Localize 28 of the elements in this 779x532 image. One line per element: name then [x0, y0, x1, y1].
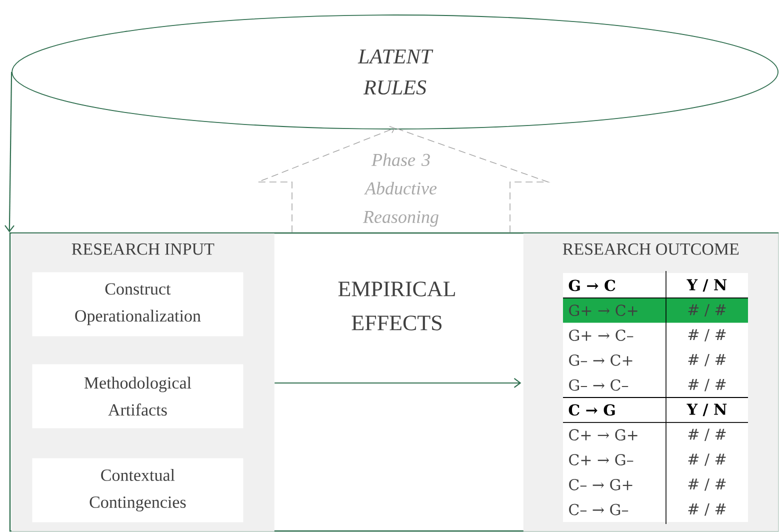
- table-cell: # / #: [688, 304, 726, 316]
- table-cell: # / #: [688, 354, 726, 366]
- table-header: Y / N: [686, 279, 727, 292]
- table-cell: # / #: [688, 329, 726, 342]
- table-cell: # / #: [688, 454, 726, 466]
- table-header: Y / N: [686, 404, 727, 416]
- arrow: [4, 72, 14, 232]
- input-box: Contextual Contingencies: [32, 458, 244, 522]
- table-cell: # / #: [688, 428, 726, 441]
- input-box: Construct Operationalization: [32, 272, 244, 336]
- table-cell: G+ → C–: [569, 330, 634, 341]
- table-cell: C– → G+: [569, 478, 632, 490]
- table-cell: C+ → G+: [569, 429, 638, 441]
- table-cell: G– → C+: [569, 354, 632, 366]
- edge-label: Phase 3 Abductive Reasoning: [362, 153, 438, 227]
- table-cell: G+ → C+: [569, 304, 638, 316]
- arrow: [274, 378, 522, 388]
- table-header: C → G: [568, 404, 615, 416]
- input-box: Methodological Artifacts: [32, 364, 244, 428]
- table-cell: C+ → G–: [569, 454, 634, 466]
- heading: EMPIRICAL EFFECTS: [338, 282, 455, 330]
- table-header: G → C: [568, 280, 616, 292]
- block-arrow: [256, 126, 550, 233]
- table-cell: C– → G–: [569, 504, 628, 516]
- table-cell: # / #: [688, 503, 726, 516]
- table-cell: # / #: [688, 478, 726, 491]
- table-cell: # / #: [688, 378, 726, 392]
- table-cell: G– → C–: [569, 379, 628, 391]
